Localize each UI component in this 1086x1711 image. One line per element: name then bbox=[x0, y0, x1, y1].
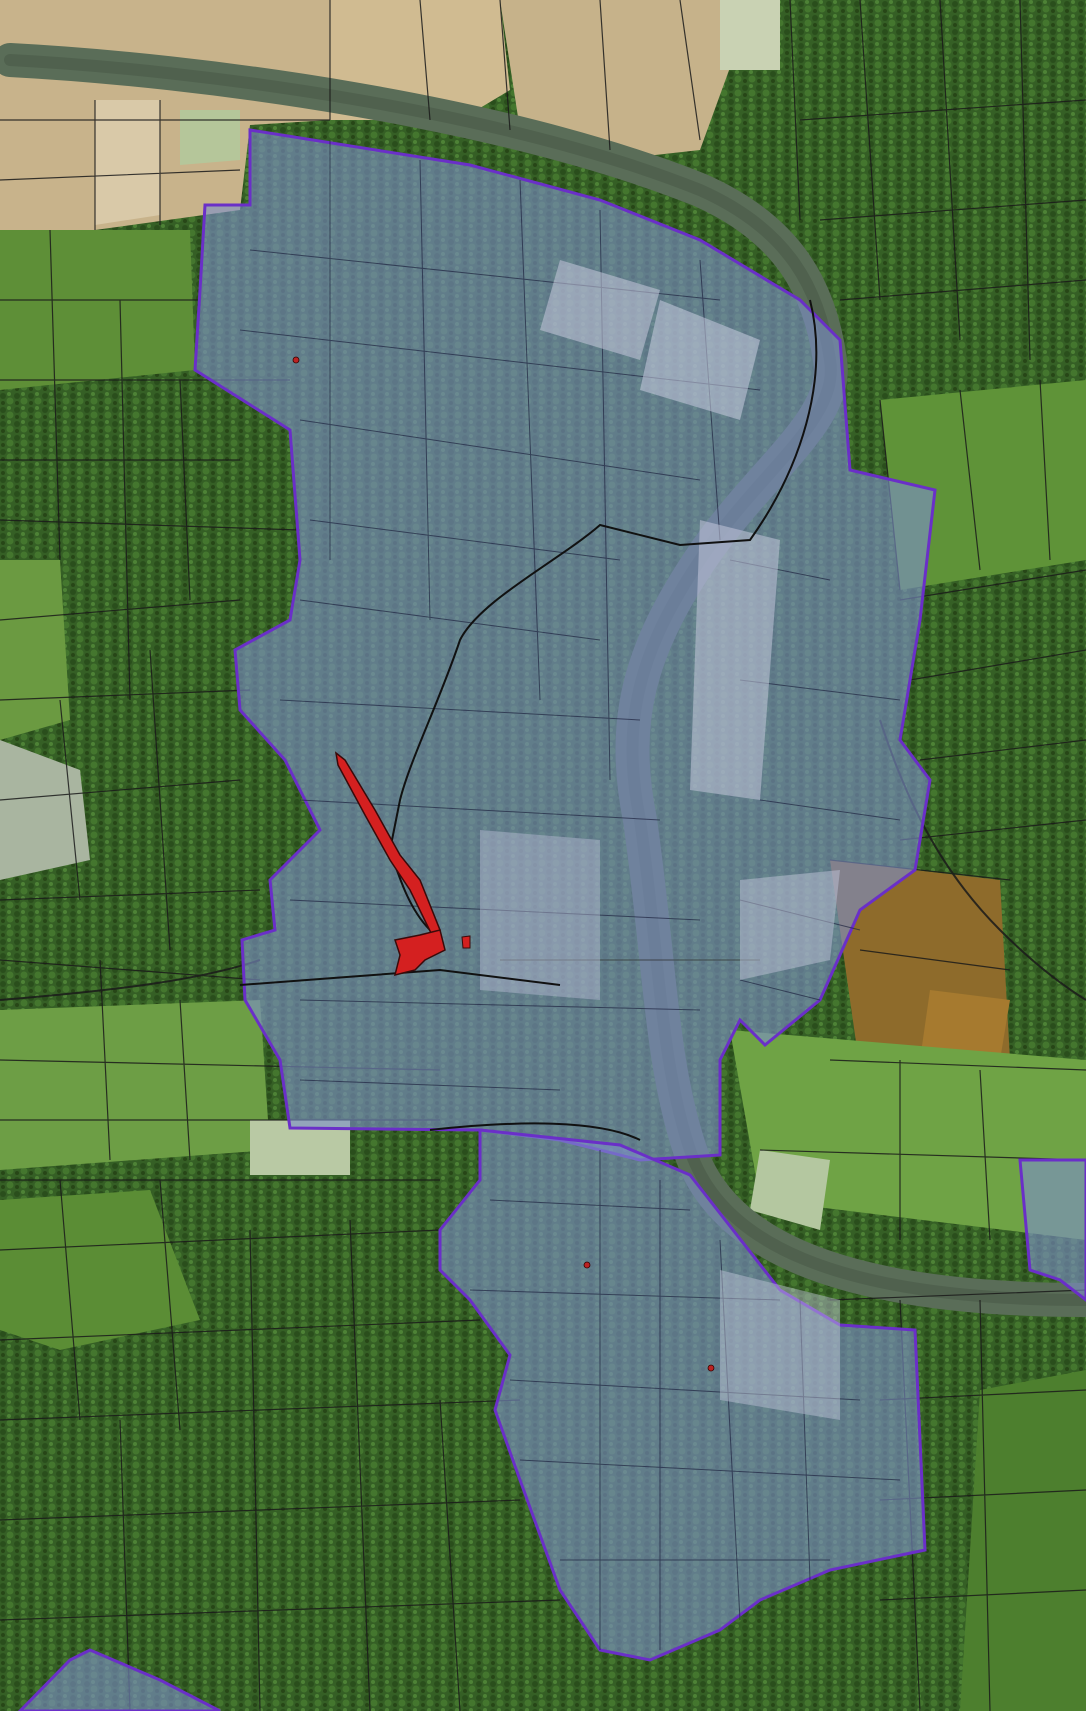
grass-west-1 bbox=[0, 230, 195, 390]
field-east-brown-2 bbox=[920, 990, 1010, 1060]
point-markers bbox=[292, 356, 715, 1372]
red-parcel[interactable] bbox=[393, 929, 446, 977]
grass-south-1 bbox=[0, 1190, 200, 1350]
field-north-3 bbox=[720, 0, 780, 70]
zone-divider-line bbox=[429, 1122, 641, 1141]
red-small-parcel[interactable] bbox=[461, 935, 471, 949]
grass-southwest bbox=[0, 1000, 270, 1170]
field-north-2 bbox=[500, 0, 740, 160]
zone-light-field-1 bbox=[540, 260, 660, 360]
grass-south-east bbox=[960, 1370, 1086, 1711]
field-northwest-2 bbox=[95, 100, 160, 225]
zone-southwest-corner[interactable] bbox=[17, 1648, 221, 1711]
zone-light-field-5 bbox=[480, 830, 600, 1000]
zone-light-field-2 bbox=[640, 300, 760, 420]
zone-internal-parcels bbox=[239, 140, 901, 1650]
marker-south-1[interactable] bbox=[583, 1261, 591, 1269]
zone-light-field-6 bbox=[720, 1270, 840, 1420]
zone-overlay bbox=[17, 128, 1086, 1711]
road-line bbox=[239, 968, 561, 986]
field-northwest-3 bbox=[180, 110, 240, 165]
field-southwest-light bbox=[250, 1120, 350, 1175]
zone-east-edge[interactable] bbox=[1018, 1158, 1086, 1302]
field-east-light bbox=[750, 1150, 830, 1230]
zone-light-field-3 bbox=[690, 520, 780, 800]
zone-light-field-4 bbox=[740, 870, 840, 980]
grass-east-1 bbox=[880, 380, 1086, 590]
grass-west-2 bbox=[0, 560, 70, 740]
marker-south-2[interactable] bbox=[707, 1364, 715, 1372]
marker-north[interactable] bbox=[292, 356, 300, 364]
red-feature[interactable] bbox=[334, 751, 471, 977]
